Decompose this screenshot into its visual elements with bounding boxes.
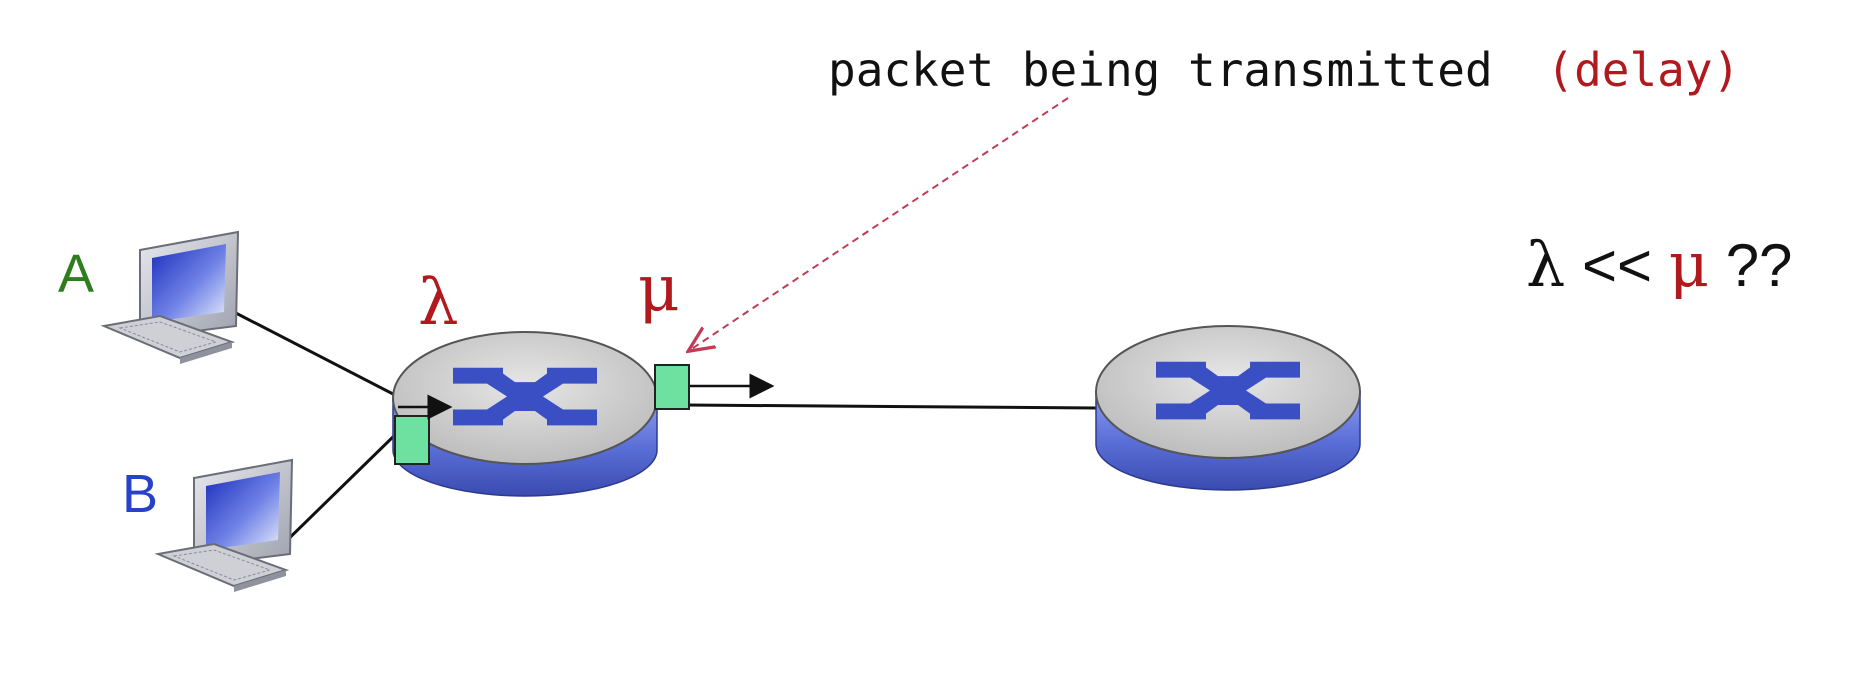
input-packet-icon — [394, 415, 430, 465]
rate-question-operator: << — [1582, 232, 1652, 299]
host-a-label: A — [58, 244, 94, 304]
host-a-computer-icon — [100, 230, 240, 364]
rate-question-suffix: ?? — [1726, 232, 1793, 299]
rate-question: λ << μ ?? — [1526, 228, 1792, 301]
host-b-label: B — [122, 464, 158, 524]
annotation-delay: (delay) — [1546, 43, 1740, 97]
link-a-to-router — [229, 308, 396, 397]
host-b-computer-icon — [154, 458, 294, 592]
lambda-symbol: λ — [418, 266, 459, 340]
annotation-pointer-icon — [690, 97, 1069, 350]
annotation-text: packet being transmitted (delay) — [828, 43, 1740, 97]
annotation-main: packet being transmitted — [828, 43, 1493, 97]
rate-question-lambda: λ — [1526, 228, 1565, 301]
rate-question-mu: μ — [1669, 228, 1709, 301]
link-b-to-router — [270, 430, 400, 557]
router-right-icon — [1095, 325, 1361, 491]
link-router-to-router — [685, 403, 1097, 410]
router-left-icon — [392, 331, 658, 497]
mu-symbol: μ — [638, 252, 680, 326]
output-packet-icon — [654, 364, 690, 410]
